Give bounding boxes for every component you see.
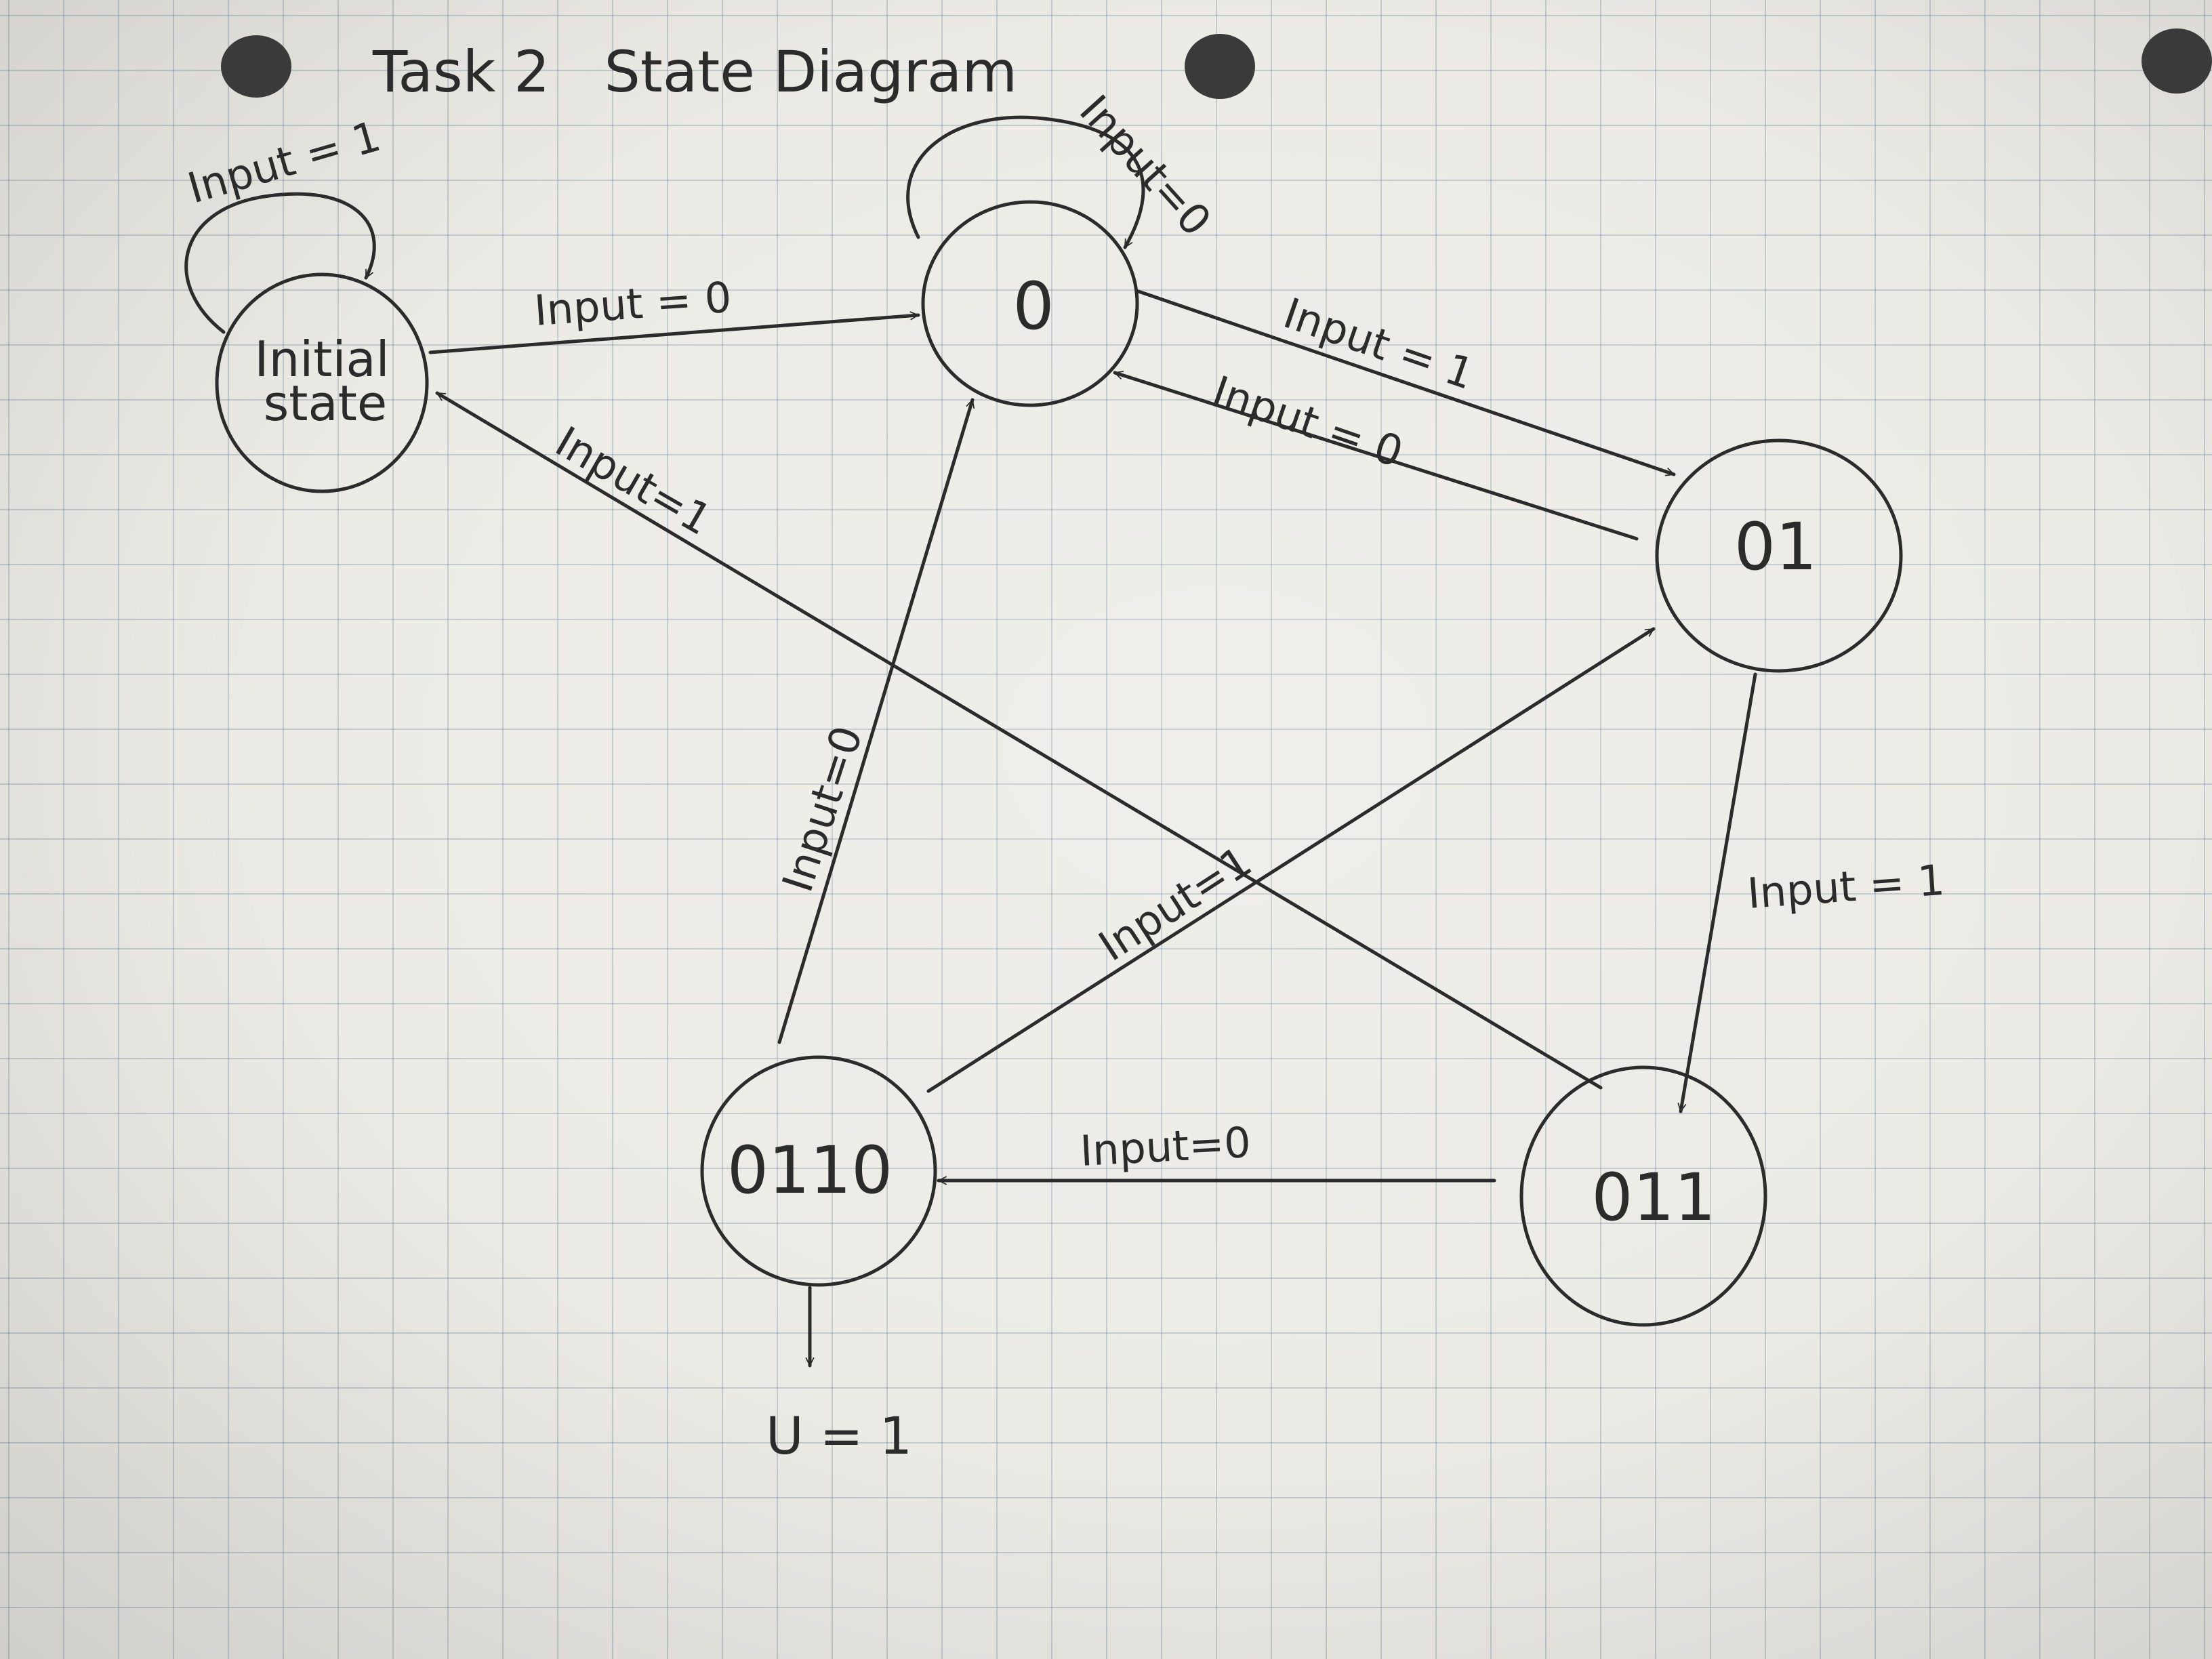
state-011: 011 (1519, 1065, 1767, 1327)
state-0: 0 (921, 200, 1139, 407)
output-0110-label: U = 1 (766, 1406, 912, 1466)
transition-01-to-0: Input = 0 (1113, 366, 1639, 541)
state-initial-label-line1: Initial (254, 331, 389, 388)
state-01-label: 01 (1734, 509, 1817, 585)
transition-011-to-initial-label: Input=1 (548, 417, 720, 545)
transition-01-to-0-arrow (1113, 371, 1639, 541)
state-0-circle (921, 200, 1139, 407)
transition-01-to-0-label: Input = 0 (1206, 366, 1409, 477)
transition-011-to-0110: Input=0 (937, 1118, 1496, 1185)
transition-initial-to-0: Input = 0 (428, 272, 920, 354)
diagram-title: Task 2 State Diagram (372, 39, 1017, 105)
binder-hole-center (1185, 34, 1255, 99)
state-initial-label-line2: state (264, 375, 387, 432)
transition-initial-to-0-arrow (428, 311, 920, 354)
transition-01-to-011-arrow (1677, 672, 1757, 1113)
transition-0110-to-01: Input=1 (926, 627, 1656, 1093)
transition-0110-to-0: Input=0 (773, 398, 975, 1044)
binder-hole-left (221, 35, 291, 98)
transition-initial-self-arrow (184, 192, 376, 334)
transition-01-to-011: Input = 1 (1677, 672, 1946, 1113)
state-011-label: 011 (1591, 1160, 1715, 1235)
transition-0110-to-01-arrow (926, 627, 1656, 1093)
transition-initial-to-0-label: Input = 0 (533, 272, 733, 335)
state-0-label: 0 (1012, 268, 1054, 344)
output-0110: U = 1 (766, 1286, 912, 1466)
transition-011-to-initial-arrow (435, 391, 1603, 1090)
transition-0-to-01-arrow (1136, 289, 1676, 476)
transition-01-to-011-label: Input = 1 (1746, 855, 1946, 918)
state-0110: 0110 (700, 1055, 937, 1287)
transition-011-to-0110-label: Input=0 (1079, 1118, 1252, 1176)
transition-0-self: Input=0 (906, 85, 1221, 249)
transition-0110-to-01-label: Input=1 (1090, 836, 1260, 970)
state-0110-label: 0110 (727, 1132, 893, 1208)
transition-initial-self: Input = 1 (182, 111, 386, 334)
transition-initial-self-label: Input = 1 (182, 111, 386, 213)
state-initial: Initial state (215, 272, 429, 493)
transition-011-to-initial: Input=1 (435, 391, 1603, 1090)
state-initial-circle (215, 272, 429, 493)
transition-0-to-01-label: Input = 1 (1277, 288, 1480, 399)
state-011-circle (1519, 1065, 1767, 1327)
state-01-circle (1655, 438, 1903, 673)
state-01: 01 (1655, 438, 1903, 673)
binder-hole-right (2142, 28, 2212, 94)
state-0110-circle (700, 1055, 937, 1287)
transition-0110-to-0-arrow (777, 398, 975, 1044)
transition-0-self-arrow (906, 115, 1145, 249)
transition-0110-to-0-label: Input=0 (773, 720, 872, 897)
